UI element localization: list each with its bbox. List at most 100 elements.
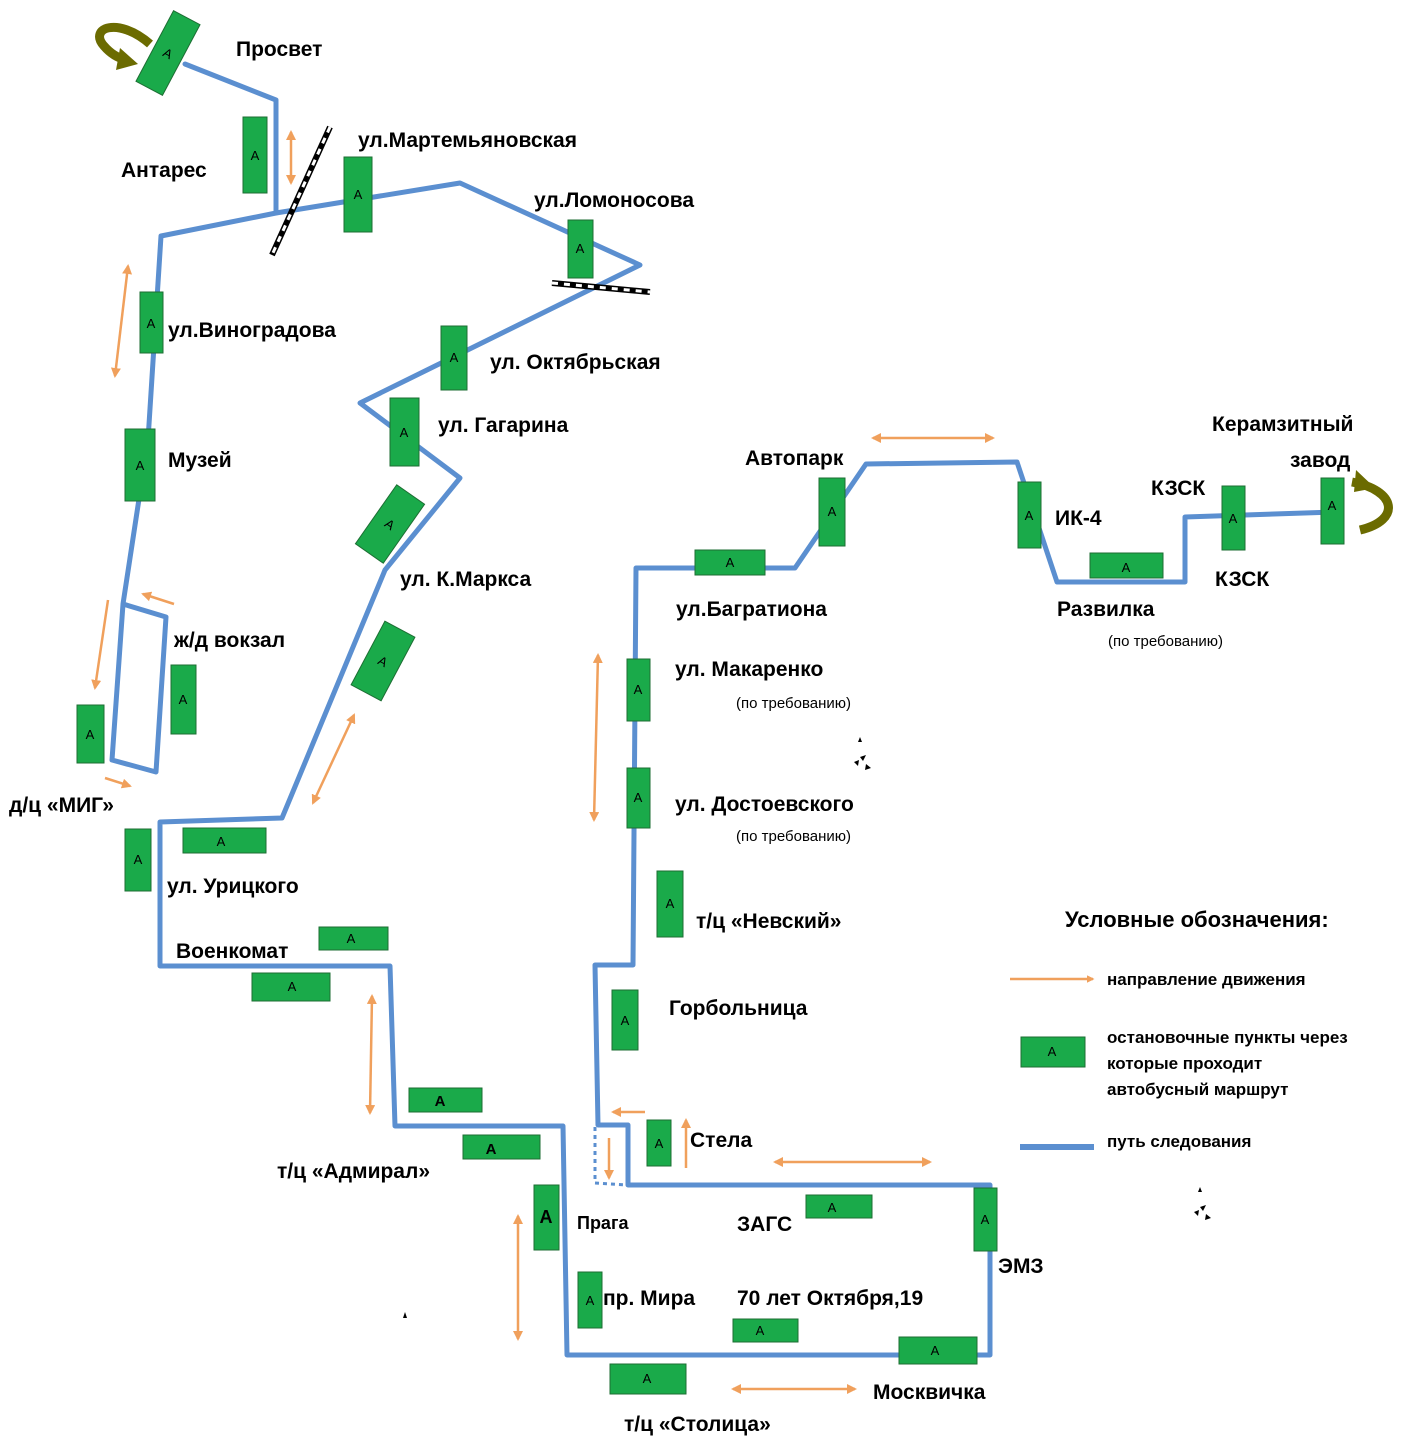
direction-arrow-icon <box>589 653 603 822</box>
bus-stop-icon[interactable]: A <box>1017 481 1042 549</box>
bus-stop-icon[interactable]: A <box>805 1194 873 1219</box>
svg-text:A: A <box>634 790 643 805</box>
bus-stop-icon[interactable]: A <box>1089 552 1164 579</box>
label-dostoevskogo: ул. Достоевского <box>675 793 854 816</box>
label-oktyabrya19: 70 лет Октября,19 <box>737 1287 923 1310</box>
label-mig: д/ц «МИГ» <box>9 794 114 817</box>
bus-stop-icon[interactable]: A <box>533 1184 560 1251</box>
svg-text:A: A <box>756 1323 765 1338</box>
label-pr-mira: пр. Мира <box>603 1287 695 1310</box>
legend-direction: направление движения <box>1107 970 1306 989</box>
bus-stop-icon[interactable]: A <box>611 989 639 1051</box>
label-gorbolnitsa: Горбольница <box>669 997 808 1020</box>
bus-stop-icon[interactable]: A <box>626 767 651 829</box>
label-oktyabrskaya: ул. Октябрьская <box>490 351 661 374</box>
label-stolitsa: т/ц «Столица» <box>624 1413 771 1436</box>
svg-text:A: A <box>288 979 297 994</box>
bus-stop-icon[interactable]: A <box>350 620 416 702</box>
bus-stop-icon[interactable]: A <box>124 828 152 892</box>
svg-text:A: A <box>450 350 459 365</box>
svg-text:A: A <box>251 148 260 163</box>
label-uritskogo: ул. Урицкого <box>167 875 299 898</box>
label-keramzit-line1: Керамзитный <box>1212 413 1353 436</box>
svg-text:A: A <box>217 834 226 849</box>
svg-text:A: A <box>828 504 837 519</box>
bus-stop-icon[interactable]: A <box>626 658 651 722</box>
svg-text:A: A <box>655 1136 664 1151</box>
svg-text:A: A <box>86 727 95 742</box>
label-emz: ЭМЗ <box>998 1255 1044 1278</box>
label-lomonosova: ул.Ломоносова <box>534 189 694 212</box>
label-razvilka-note: (по требованию) <box>1108 633 1223 650</box>
svg-text:A: A <box>643 1371 652 1386</box>
bus-stop-icon[interactable]: A <box>76 704 105 764</box>
bus-stop-icon[interactable]: A <box>135 9 201 97</box>
bus-stop-icon[interactable]: A <box>124 428 156 502</box>
svg-text:A: A <box>147 316 156 331</box>
bus-stop-icon[interactable]: A <box>440 325 468 391</box>
bus-stop-icon[interactable]: A <box>242 116 268 194</box>
label-ik4: ИК-4 <box>1055 507 1102 530</box>
bus-stop-icon[interactable]: A <box>732 1318 799 1343</box>
bus-stops: A A A A A A A A <box>76 9 1345 1395</box>
label-razvilka: Развилка <box>1057 598 1155 621</box>
label-zags: ЗАГС <box>737 1213 792 1236</box>
label-kzsk-bottom: КЗСК <box>1215 568 1269 591</box>
bus-stop-icon[interactable]: A <box>182 827 267 854</box>
bus-stop-icon[interactable]: A <box>609 1363 687 1395</box>
svg-text:A: A <box>435 1093 446 1110</box>
direction-arrow-icon <box>311 713 356 805</box>
svg-text:A: A <box>540 1207 553 1227</box>
bus-stop-icon[interactable]: A <box>646 1119 672 1167</box>
svg-text:A: A <box>726 555 735 570</box>
svg-text:A: A <box>586 1293 595 1308</box>
label-bagrationa: ул.Багратиона <box>676 598 827 621</box>
bus-stop-icon[interactable]: A <box>318 926 389 951</box>
svg-text:A: A <box>134 852 143 867</box>
label-makarenko: ул. Макаренко <box>675 658 823 681</box>
legend-stops-line2: которые проходит <box>1107 1054 1262 1073</box>
bus-stop-icon[interactable]: A <box>462 1134 541 1160</box>
bus-stop-icon[interactable]: A <box>694 549 766 576</box>
bus-stop-icon[interactable]: A <box>389 397 420 467</box>
bus-stop-icon[interactable]: A <box>818 477 846 547</box>
svg-text:A: A <box>1025 508 1034 523</box>
bus-stop-icon[interactable]: A <box>656 870 684 938</box>
label-vokzal: ж/д вокзал <box>173 629 285 652</box>
label-stela: Стела <box>690 1129 752 1152</box>
railway-crossing-icon <box>269 125 333 257</box>
railway-crossing-icon <box>551 280 651 295</box>
bus-stop-icon[interactable]: A <box>973 1187 998 1252</box>
route-segment-north <box>157 180 1338 1358</box>
svg-text:A: A <box>136 458 145 473</box>
label-makarenko-note: (по требованию) <box>736 695 851 712</box>
svg-text:A: A <box>576 241 585 256</box>
label-admiral: т/ц «Адмирал» <box>277 1160 430 1183</box>
direction-arrow-icon <box>104 776 132 789</box>
bus-stop-icon: A <box>1020 1036 1086 1068</box>
bus-stop-icon[interactable]: A <box>343 156 373 233</box>
bus-stop-icon[interactable]: A <box>898 1336 978 1365</box>
svg-text:A: A <box>634 682 643 697</box>
svg-text:A: A <box>486 1141 497 1158</box>
u-turn-arrow-icon <box>95 22 153 70</box>
svg-text:A: A <box>1122 560 1131 575</box>
bus-stop-icon[interactable]: A <box>170 664 197 735</box>
bus-stop-icon[interactable]: A <box>1221 485 1246 551</box>
bus-stop-icon[interactable]: A <box>577 1271 603 1329</box>
label-praga: Прага <box>577 1213 629 1233</box>
label-martemyanovskaya: ул.Мартемьяновская <box>358 129 577 152</box>
legend-stops-line1: остановочные пункты через <box>1107 1028 1348 1047</box>
svg-text:A: A <box>828 1200 837 1215</box>
label-muzey: Музей <box>168 449 232 472</box>
bus-stop-icon[interactable]: A <box>567 219 594 279</box>
bus-stop-icon[interactable]: A <box>1320 477 1345 545</box>
bus-stop-icon[interactable]: A <box>139 291 164 354</box>
bus-stop-icon[interactable]: A <box>354 484 426 564</box>
bus-stop-icon[interactable]: A <box>408 1087 483 1113</box>
bus-stop-icon[interactable]: A <box>251 972 331 1002</box>
svg-text:A: A <box>400 425 409 440</box>
svg-text:A: A <box>1229 511 1238 526</box>
svg-text:A: A <box>931 1343 940 1358</box>
